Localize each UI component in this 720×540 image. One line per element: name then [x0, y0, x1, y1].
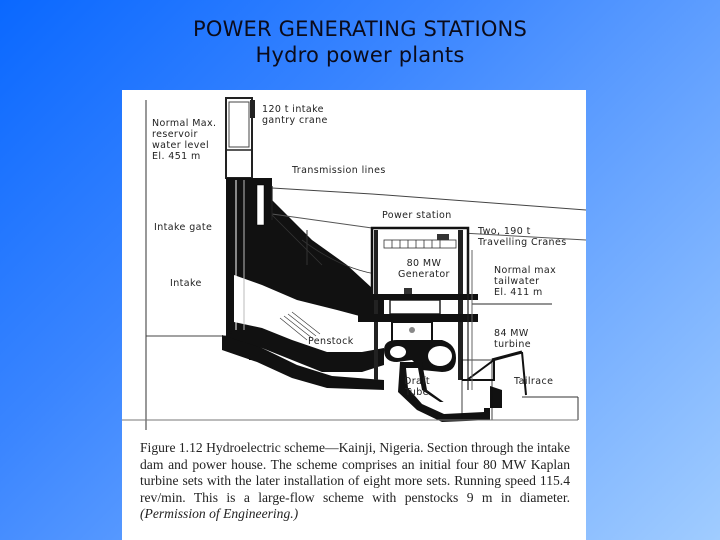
hydro-cross-section-drawing: [122, 97, 586, 430]
label-travelling-cranes: Two, 190 t Travelling Cranes: [478, 226, 567, 248]
label-tailwater-level: Normal max tailwater El. 411 m: [494, 265, 557, 298]
label-gantry-crane: 120 t intake gantry crane: [262, 104, 328, 126]
label-tailrace: Tailrace: [514, 376, 554, 387]
slide-title-line1: POWER GENERATING STATIONS: [192, 17, 528, 41]
label-generator: 80 MW Generator: [398, 258, 450, 280]
label-intake: Intake: [170, 278, 202, 289]
label-turbine: 84 MW turbine: [494, 328, 531, 350]
label-reservoir-level: Normal Max. reservoir water level El. 45…: [152, 118, 217, 162]
label-draft-tube: Draft Tube: [404, 376, 430, 398]
hydro-scheme-figure: Normal Max. reservoir water level El. 45…: [122, 90, 586, 540]
caption-text: Hydroelectric scheme—Kainji, Nigeria. Se…: [140, 440, 570, 505]
slide-subtitle: Hydro power plants: [255, 43, 465, 67]
label-intake-gate: Intake gate: [154, 222, 213, 233]
caption-figure-number: Figure 1.12: [140, 440, 203, 455]
label-transmission-lines: Transmission lines: [292, 165, 386, 176]
label-power-station: Power station: [382, 210, 452, 221]
label-penstock: Penstock: [308, 336, 354, 347]
figure-caption: Figure 1.12 Hydroelectric scheme—Kainji,…: [140, 440, 570, 523]
caption-permission: (Permission of Engineering.): [140, 506, 299, 521]
slide-title: POWER GENERATING STATIONS Hydro power pl…: [0, 16, 720, 68]
